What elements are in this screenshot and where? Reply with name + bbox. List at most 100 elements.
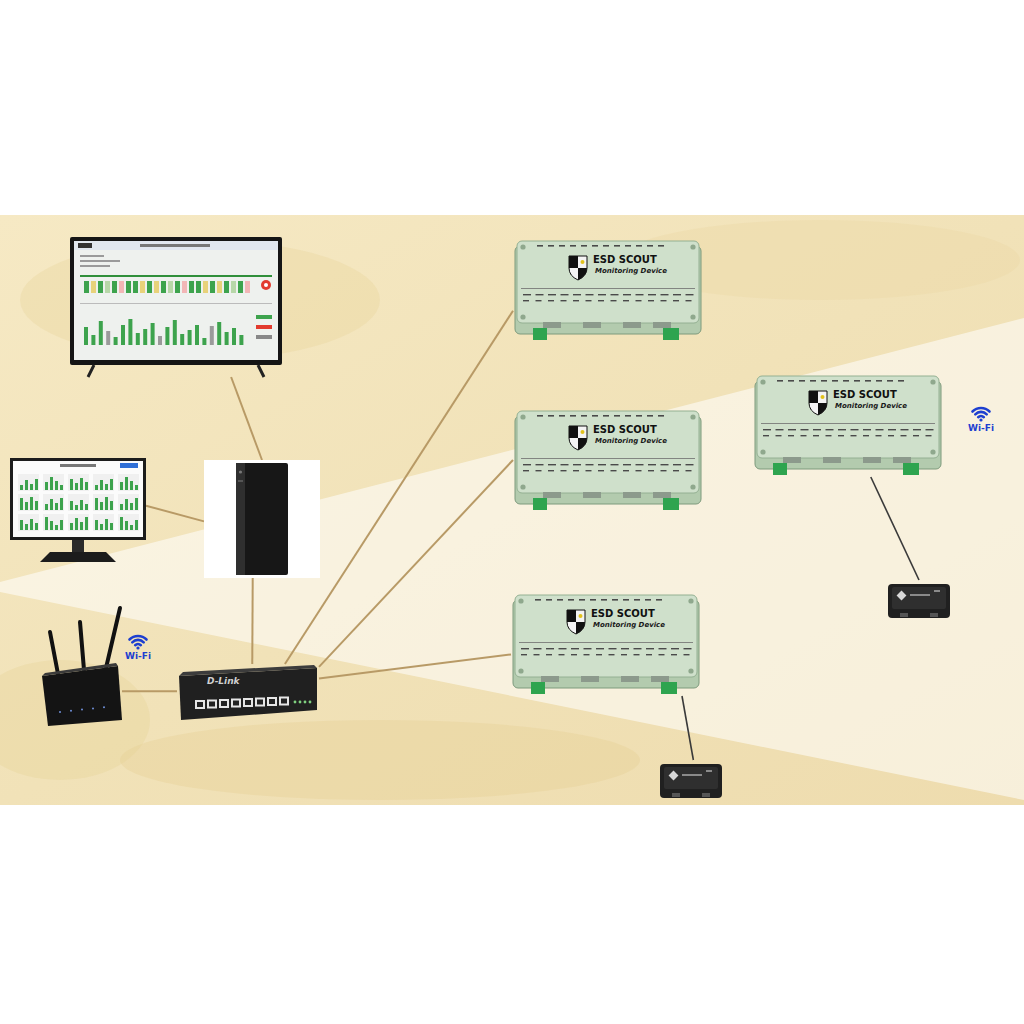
bar [55,481,58,490]
port-label-mark [561,300,567,301]
bar [30,497,33,510]
bar [158,336,162,345]
pin-label-mark [843,380,849,382]
port-label-mark [623,300,629,301]
status-block [133,281,138,293]
port-label-mark [901,435,907,436]
sensor-marking [910,594,930,596]
section-line [519,642,693,644]
port-label-mark [801,429,809,430]
bar [120,517,123,530]
db-port [783,457,801,463]
port-label-mark [573,464,581,465]
logo-shield [569,426,587,450]
screen-heading-bar [140,244,210,247]
status-block [238,281,243,293]
screen-button [120,463,138,468]
port-label-mark [659,648,667,649]
bar [84,327,88,345]
pin-label-mark [603,415,609,417]
logo-quarter [567,610,576,622]
bar [30,484,33,490]
bar [50,477,53,490]
bar [136,333,140,345]
bar [110,523,113,530]
bar [110,479,113,490]
pin-label-mark [777,380,783,382]
network-cable [146,506,204,522]
ethernet-port [267,697,277,706]
port-label-mark [686,294,694,295]
bar [120,482,123,490]
desktop-monitor-drawing [10,458,146,564]
status-block [189,281,194,293]
bar [180,334,184,345]
screw [760,379,765,384]
port-label-mark [646,654,652,655]
terminal-block [903,463,919,475]
port-label-mark [801,435,807,436]
port-label-mark [573,294,581,295]
port-socket [245,700,251,705]
logo-quarter [576,622,585,634]
bar [20,485,23,490]
port-label-mark [648,300,654,301]
ethernet-port [255,698,265,707]
bar [135,520,138,530]
status-light [103,706,105,708]
bar [110,501,113,510]
logo-quarter [569,426,578,438]
port-label-mark [573,300,579,301]
bar [120,504,123,510]
pin-label-mark [592,415,598,417]
status-block [98,281,103,293]
status-block [196,281,201,293]
tv-leg [88,365,94,377]
screw [760,449,765,454]
bar [202,338,206,345]
pc-tower [204,460,320,578]
mini-chart [118,514,139,531]
section-line [761,423,935,425]
ethernet-port [243,698,253,707]
port-label-mark [536,464,544,465]
db-port [623,322,641,328]
port-label-mark [661,294,669,295]
port-label-mark [636,294,644,295]
monitor-neck [72,540,84,552]
port-label-mark [673,464,681,465]
status-block [245,281,250,293]
sensor-port [900,613,908,617]
parchment-band [0,215,1024,805]
monitoring-device: ESD SCOUTMonitoring Device [513,408,703,512]
legend-chip [256,335,272,339]
db-port [823,457,841,463]
bar [165,327,169,345]
port-label-mark [586,294,594,295]
bar [125,521,128,530]
pin-label-mark [570,415,576,417]
divider-line [80,303,272,304]
monitoring-device-drawing [513,408,703,512]
pin-label-mark [799,380,805,382]
bar [239,335,243,345]
port-label-mark [609,648,617,649]
port-label-mark [536,300,542,301]
port-label-mark [648,294,656,295]
port-label-mark [926,435,932,436]
wifi-arc [978,416,984,417]
port-label-mark [623,294,631,295]
bar [20,520,23,530]
port-label-mark [813,429,821,430]
bar [45,482,48,490]
port-label-mark [876,429,884,430]
bar [95,498,98,510]
status-block [126,281,131,293]
bar [70,523,73,530]
monitoring-device: ESD SCOUTMonitoring Device [513,238,703,342]
db-port [583,322,601,328]
pin-label-mark [603,245,609,247]
status-light [81,709,83,711]
device-lid [757,376,939,458]
